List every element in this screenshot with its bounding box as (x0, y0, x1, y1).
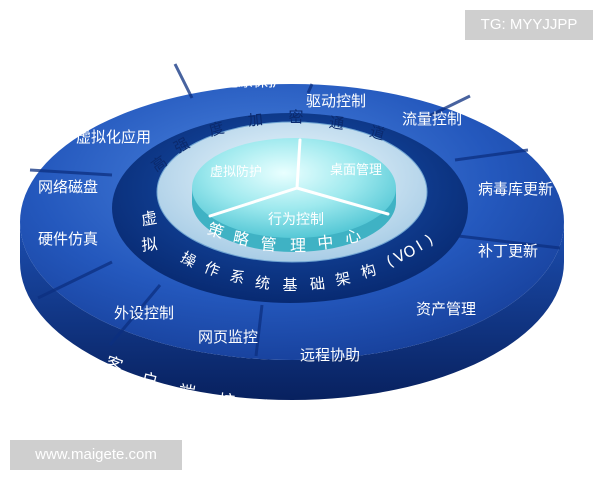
client-core-engine-char: 客 (102, 353, 125, 378)
outer-label-virtual-app: 虚拟化应用 (76, 128, 151, 146)
policy-center-char: 理 (290, 236, 306, 255)
encryption-channel-char: 加 (247, 110, 264, 129)
policy-center-label: 策略管理中心 (205, 219, 363, 255)
center-label-virtual-protection: 虚拟防护 (210, 164, 262, 180)
os-framework-char: 基 (282, 276, 297, 294)
outer-label-hardware-sim: 硬件仿真 (38, 230, 98, 248)
encryption-channel-char: 道 (368, 122, 387, 143)
policy-center-char: 中 (316, 232, 334, 253)
outer-ring-side (20, 222, 564, 400)
center-label-behavior-control: 行为控制 (268, 212, 324, 228)
outer-label-remote-help: 远程协助 (300, 346, 360, 364)
encryption-channel-char: 强 (171, 134, 193, 157)
client-core-engine-char: 核 (217, 391, 236, 412)
os-framework-char: 构 (359, 260, 379, 282)
policy-center-char: 管 (260, 234, 278, 254)
watermark-telegram: TG: MYYJJPP (465, 10, 593, 40)
outer-label-restore: 还原保护 (223, 72, 283, 90)
center-label-desktop-management: 桌面管理 (330, 163, 382, 178)
client-core-engine-char: 心 (259, 398, 277, 419)
outer-label-asset: 资产管理 (416, 300, 476, 318)
client-core-engine-char: 引 (302, 399, 319, 419)
policy-center-char: 略 (231, 228, 251, 250)
client-core-engine-char: 擎 (343, 397, 361, 418)
outer-label-driver: 驱动控制 (306, 92, 366, 110)
center-dividers (208, 138, 390, 218)
encryption-channel-char: 密 (288, 108, 303, 126)
os-framework-char: 统 (254, 273, 271, 293)
outer-label-patch: 补丁更新 (478, 242, 538, 260)
outer-label-traffic: 流量控制 (402, 110, 462, 128)
os-framework-char: 作 (202, 258, 223, 280)
virtual-char: 拟 (141, 234, 159, 254)
watermark-website: www.maigete.com (10, 440, 182, 470)
outer-label-peripheral: 外设控制 (114, 304, 174, 322)
encryption-channel-char: 通 (328, 113, 345, 133)
os-framework-char: 础 (309, 274, 326, 293)
outer-label-antivirus: 病毒库更新 (478, 180, 553, 198)
os-framework-char: 系 (228, 267, 247, 288)
outer-label-web-monitor: 网页监控 (198, 328, 258, 346)
policy-center-char: 心 (343, 226, 363, 248)
client-core-engine-char: 户 (139, 369, 160, 393)
encryption-channel-char: 度 (207, 118, 226, 139)
client-core-engine-char: 端 (177, 382, 197, 404)
outer-segment-dividers (29, 63, 561, 357)
virtual-label: 虚拟 (140, 208, 159, 255)
policy-center-char: 策 (205, 219, 226, 242)
virtual-char: 虚 (140, 208, 159, 229)
client-core-engine-label: 客户端核 心 引 擎 (102, 353, 360, 419)
os-framework-char: 架 (334, 269, 352, 290)
outer-label-network-disk: 网络磁盘 (38, 178, 98, 196)
